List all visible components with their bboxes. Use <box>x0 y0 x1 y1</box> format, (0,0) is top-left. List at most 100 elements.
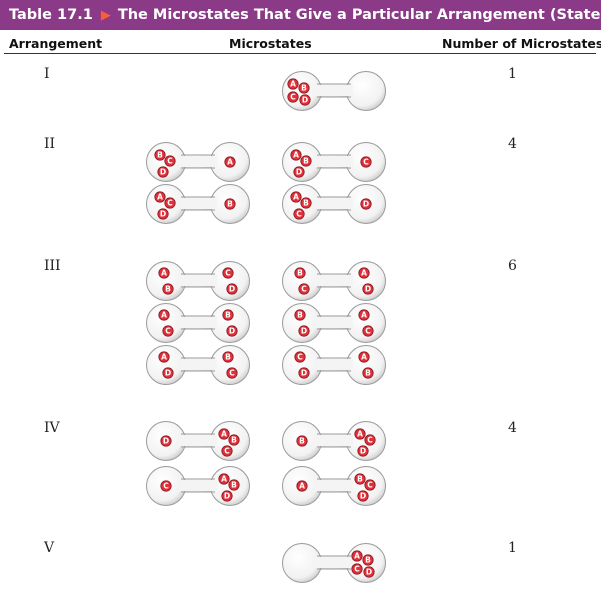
molecule-label: C <box>296 210 302 219</box>
molecule-label: B <box>301 84 307 93</box>
molecule-label: C <box>224 447 230 456</box>
flask-microstate: B ACD <box>282 421 386 461</box>
molecule-b: B <box>228 479 240 491</box>
molecule-label: A <box>361 311 367 320</box>
molecule-label: B <box>157 151 163 160</box>
microstates-header: Microstates <box>229 36 312 51</box>
molecule-d: D <box>293 166 305 178</box>
molecule-label: C <box>354 565 360 574</box>
molecule-c: C <box>164 197 176 209</box>
molecule-c: C <box>164 155 176 167</box>
molecule-label: D <box>360 492 366 501</box>
molecule-c: C <box>287 91 299 103</box>
molecule-label: D <box>163 437 169 446</box>
table-number: Table 17.1 <box>9 7 93 23</box>
molecule-label: C <box>167 157 173 166</box>
molecule-b: B <box>296 435 308 447</box>
molecule-label: C <box>367 436 373 445</box>
molecule-label: D <box>360 447 366 456</box>
molecule-label: D <box>301 327 307 336</box>
molecule-a: A <box>358 351 370 363</box>
molecule-label: B <box>231 436 237 445</box>
flask-glass <box>282 345 386 385</box>
molecule-d: D <box>357 445 369 457</box>
flask-microstate: ABC D <box>282 184 386 224</box>
molecule-label: B <box>231 481 237 490</box>
molecule-label: C <box>163 482 169 491</box>
molecule-c: C <box>360 156 372 168</box>
molecule-a: A <box>354 428 366 440</box>
table-title-bar: Table 17.1 ▶ The Microstates That Give a… <box>0 0 601 30</box>
molecule-label: A <box>161 353 167 362</box>
molecule-a: A <box>358 309 370 321</box>
molecule-label: A <box>293 151 299 160</box>
molecule-label: D <box>160 210 166 219</box>
molecule-c: C <box>162 325 174 337</box>
molecule-b: B <box>224 198 236 210</box>
molecule-label: D <box>365 285 371 294</box>
molecule-b: B <box>362 554 374 566</box>
molecule-c: C <box>298 283 310 295</box>
molecule-a: A <box>218 428 230 440</box>
molecule-c: C <box>160 480 172 492</box>
molecule-label: D <box>224 492 230 501</box>
molecule-a: A <box>296 480 308 492</box>
table-title: The Microstates That Give a Particular A… <box>117 7 601 23</box>
molecule-c: C <box>293 208 305 220</box>
molecule-label: A <box>290 80 296 89</box>
molecule-label: C <box>301 285 307 294</box>
molecule-d: D <box>162 367 174 379</box>
play-arrow-icon: ▶ <box>100 7 111 23</box>
molecule-label: C <box>290 93 296 102</box>
molecule-label: B <box>165 285 171 294</box>
molecule-label: D <box>229 327 235 336</box>
molecule-label: A <box>161 269 167 278</box>
molecule-d: D <box>360 198 372 210</box>
molecule-a: A <box>290 191 302 203</box>
molecule-label: D <box>160 168 166 177</box>
molecule-label: B <box>225 353 231 362</box>
microstate-count-iv: 4 <box>508 420 517 436</box>
molecule-a: A <box>218 473 230 485</box>
microstate-count-v: 1 <box>508 540 517 556</box>
molecule-label: C <box>297 353 303 362</box>
molecule-label: B <box>227 200 233 209</box>
molecule-d: D <box>298 325 310 337</box>
molecule-label: B <box>303 199 309 208</box>
molecule-b: B <box>222 351 234 363</box>
flask-microstate: C ABD <box>146 466 250 506</box>
molecule-d: D <box>157 166 169 178</box>
molecule-c: C <box>226 367 238 379</box>
molecule-label: D <box>229 285 235 294</box>
molecule-label: B <box>225 311 231 320</box>
molecule-label: A <box>357 430 363 439</box>
flask-microstate: D ABC <box>146 421 250 461</box>
molecule-label: D <box>165 369 171 378</box>
flask-glass <box>282 71 386 111</box>
header-rule <box>4 53 596 54</box>
molecule-label: D <box>301 369 307 378</box>
molecule-label: C <box>229 369 235 378</box>
molecule-a: A <box>351 550 363 562</box>
arrangement-label-iii: III <box>44 258 61 274</box>
molecule-c: C <box>221 445 233 457</box>
flask-glass <box>282 303 386 343</box>
molecule-label: C <box>365 327 371 336</box>
molecule-c: C <box>222 267 234 279</box>
molecule-label: C <box>167 199 173 208</box>
molecule-label: B <box>365 556 371 565</box>
flask-microstate: AB CD <box>146 261 250 301</box>
flask-glass <box>146 261 250 301</box>
molecule-label: C <box>367 481 373 490</box>
molecule-label: A <box>361 353 367 362</box>
molecule-label: A <box>221 430 227 439</box>
flask-microstate: AD BC <box>146 345 250 385</box>
arrangement-label-i: I <box>44 66 50 82</box>
molecule-d: D <box>357 490 369 502</box>
